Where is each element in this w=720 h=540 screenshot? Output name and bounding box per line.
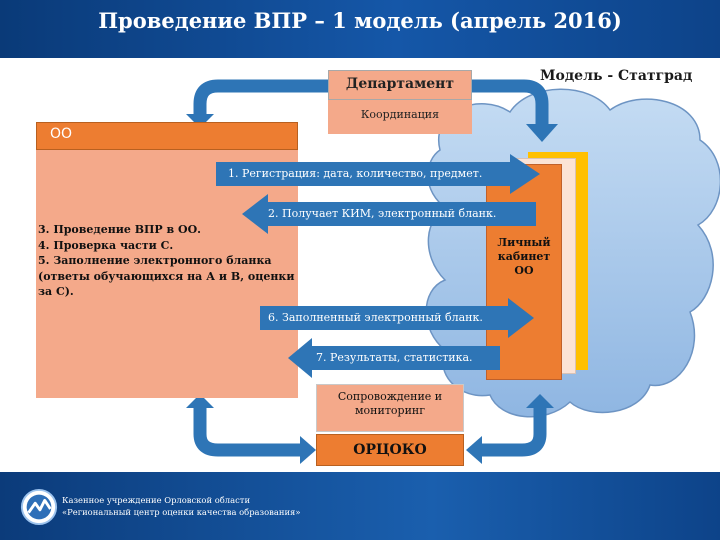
support-label: Сопровождение и мониторинг [337, 390, 443, 417]
flow-arrow-6 [260, 298, 534, 338]
flow-1-label: 1. Регистрация: дата, количество, предме… [228, 167, 483, 180]
school-header [36, 122, 298, 150]
footer-line-1: Казенное учреждение Орловской области [62, 495, 251, 505]
department-label: Департамент [345, 76, 455, 92]
coordination-label: Координация [360, 108, 440, 121]
flow-2-label: 2. Получает КИМ, электронный бланк. [268, 207, 497, 220]
flow-7-label: 7. Результаты, статистика. [316, 351, 473, 364]
flow-arrow-7 [288, 338, 500, 378]
school-header-label: ОО [50, 126, 73, 142]
footer-line-2: «Региональный центр оценки качества обра… [62, 507, 301, 517]
department-box [328, 70, 472, 100]
coordination-box [328, 100, 472, 134]
footer-bar [0, 472, 720, 540]
personal-account-label: Личный кабинет ОО [497, 236, 551, 277]
school-steps-text: 3. Проведение ВПР в ОО. 4. Проверка част… [38, 222, 296, 300]
model-label: Модель - Статград [540, 68, 693, 84]
flow-6-label: 6. Заполненный электронный бланк. [268, 311, 483, 324]
flow-arrow-1 [216, 154, 540, 194]
orcoko-label: ОРЦОКО [353, 442, 427, 458]
school-steps: 3. Проведение ВПР в ОО. 4. Проверка част… [38, 223, 295, 298]
slide-title: Проведение ВПР – 1 модель (апрель 2016) [98, 8, 622, 33]
organization-logo-icon [20, 488, 58, 526]
school-body [36, 150, 298, 398]
orcoko-box [316, 434, 464, 466]
personal-account-box [486, 164, 562, 380]
title-bar [0, 0, 720, 58]
flow-arrow-2 [242, 194, 536, 234]
support-box [316, 384, 464, 432]
